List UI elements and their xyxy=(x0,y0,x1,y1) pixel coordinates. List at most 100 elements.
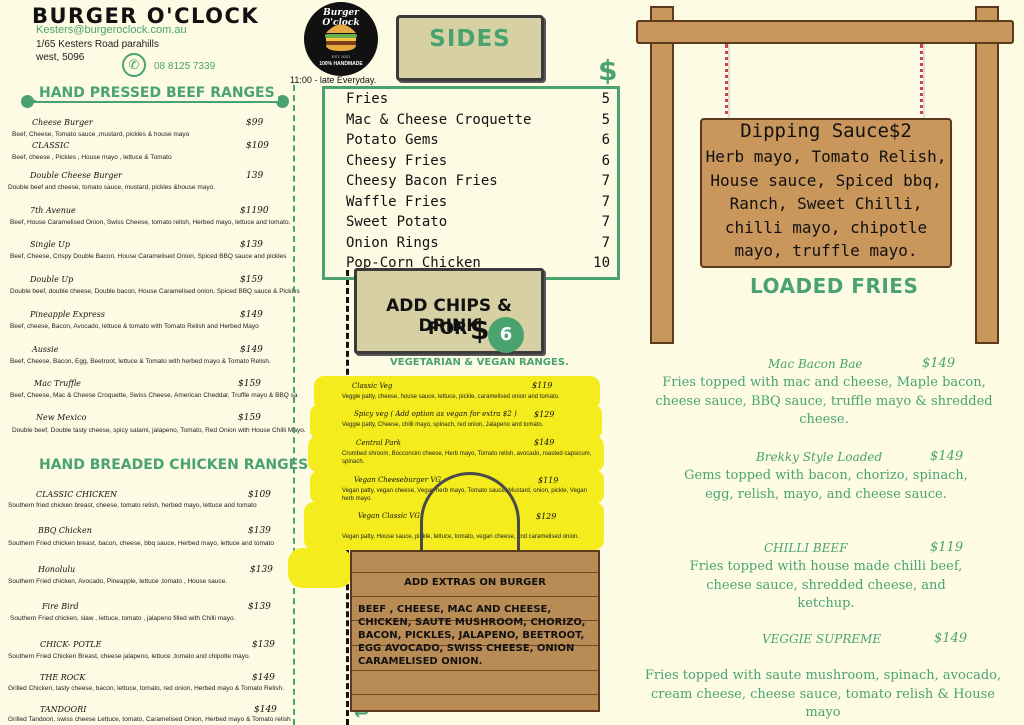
sides-currency: $ xyxy=(598,54,618,87)
chips-drink-line1: ADD CHIPS & DRINK xyxy=(386,296,512,336)
menu-item-desc: Southern Fried Chicken Breast, cheese ja… xyxy=(8,653,251,660)
chips-drink-price: 6 xyxy=(488,317,524,353)
chips-drink-line2: FOR xyxy=(428,319,468,339)
menu-item-name: New Mexico xyxy=(36,413,87,422)
menu-item-name: Cheese Burger xyxy=(32,118,93,127)
side-item-price: 7 xyxy=(601,193,610,210)
side-item-name: Fries xyxy=(346,91,389,107)
loaded-item-price: $149 xyxy=(922,356,956,371)
menu-item-desc: Beef, cheese, Bacon, Avocado, lettuce & … xyxy=(10,323,259,330)
menu-item-name: Honolulu xyxy=(38,565,76,574)
side-item: Sweet Potato 7 xyxy=(346,214,614,235)
side-item-price: 5 xyxy=(601,111,610,128)
menu-item-price: $159 xyxy=(238,379,261,389)
menu-item-name: CLASSIC CHICKEN xyxy=(36,490,118,499)
menu-item-price: $1190 xyxy=(240,206,269,216)
veg-item-desc: Veggie patty, cheese, house sauce, lettu… xyxy=(342,394,560,400)
sign-rope xyxy=(725,44,730,122)
side-item-price: 10 xyxy=(593,255,610,271)
side-item-price: 7 xyxy=(601,173,610,189)
side-item-price: 7 xyxy=(601,214,610,230)
menu-item-desc: Grilled Chicken, tasty cheese, bacon, le… xyxy=(8,685,284,692)
menu-item-desc: Grilled Tandoori, swiss cheese Lettuce, … xyxy=(8,716,291,723)
menu-item-price: $139 xyxy=(248,526,271,536)
sign-rope xyxy=(420,472,520,562)
phone-number[interactable]: 08 8125 7339 xyxy=(154,61,216,72)
sides-title: SIDES xyxy=(429,26,511,52)
menu-item-price: $139 xyxy=(248,602,271,612)
menu-item-price: $159 xyxy=(238,413,261,423)
menu-item-name: CHICK- POTLE xyxy=(40,640,102,649)
menu-item-price: $149 xyxy=(252,673,275,683)
highlight-band xyxy=(308,436,604,472)
highlight-band xyxy=(288,548,352,588)
menu-item-name: THE ROCK xyxy=(40,673,86,682)
side-item-name: Sweet Potato xyxy=(346,214,448,230)
menu-item-price: $109 xyxy=(248,490,271,500)
side-item-price: 6 xyxy=(601,152,610,169)
veg-item-price: $129 xyxy=(536,512,557,521)
menu-item-desc: Southern fried chicken breast, cheese, t… xyxy=(8,502,257,509)
menu-item-desc: Beef, Cheese, Mac & Cheese Croquette, Sw… xyxy=(10,392,298,399)
beef-section-title: HAND PRESSED BEEF RANGES xyxy=(36,85,278,101)
extras-list: BEEF , CHEESE, MAC AND CHEESE, CHICKEN, … xyxy=(358,604,586,667)
side-item: Onion Rings 7 xyxy=(346,235,614,256)
loaded-item-name: Brekky Style Loaded xyxy=(756,450,883,464)
section-divider xyxy=(28,100,284,103)
menu-item-desc: Southern Fried chicken, slaw , lettuce, … xyxy=(10,615,236,622)
menu-item-name: Mac Truffle xyxy=(34,379,81,388)
dipping-sauce-sign xyxy=(700,118,952,268)
phone-icon: ✆ xyxy=(122,53,146,77)
menu-item-desc: Southern Fried chicken breast, bacon, ch… xyxy=(8,540,274,547)
veg-item-name: Vegan Classic VG xyxy=(358,512,420,520)
logo: Burger O'clock EST. 2021 100% HANDMADE xyxy=(304,2,378,76)
menu-item-price: $139 xyxy=(240,240,263,250)
address: 1/65 Kesters Road parahills west, 5096 xyxy=(36,39,159,63)
wood-beam xyxy=(636,20,1014,44)
veg-section-title: VEGETARIAN & VEGAN RANGES. xyxy=(390,357,569,368)
menu-item-desc: Double beef and cheese, tomato sauce, mu… xyxy=(8,184,216,191)
dipping-sauce-title: Dipping Sauce$2 xyxy=(740,120,912,142)
extras-title: ADD EXTRAS ON BURGER xyxy=(404,577,546,588)
section-dot xyxy=(21,95,34,108)
menu-item-price: $139 xyxy=(252,640,275,650)
section-dot xyxy=(276,95,289,108)
burger-icon xyxy=(325,24,357,51)
side-item-price: 7 xyxy=(601,234,610,251)
chips-drink-currency: $ xyxy=(470,313,490,346)
menu-item-price: $99 xyxy=(246,118,264,128)
veg-item-desc: Veggie patty, Cheese, chilli mayo, spina… xyxy=(342,422,544,428)
menu-item-desc: Beef, cheese , Pickles , House mayo , le… xyxy=(12,154,172,161)
menu-item-price: 139 xyxy=(246,171,264,181)
opening-hours: 11:00 - late Everyday. xyxy=(290,75,377,85)
menu-item-desc: Double beef, Double tasty cheese, spicy … xyxy=(12,427,306,434)
menu-item-name: Double Cheese Burger xyxy=(30,171,122,180)
veg-item-name: Spicy veg ( Add option as vegan for extr… xyxy=(354,410,517,418)
side-item-name: Onion Rings xyxy=(346,234,439,251)
sign-rope xyxy=(920,44,925,122)
menu-item-name: Pineapple Express xyxy=(30,310,105,319)
loaded-fries-title: LOADED FRIES xyxy=(750,274,919,298)
column-divider xyxy=(293,85,295,725)
veg-item-desc: Crumbed shroom, Bocconcini cheese, Herb … xyxy=(342,451,592,465)
loaded-item-name: VEGGIE SUPREME xyxy=(762,632,882,646)
email-link[interactable]: Kesters@burgeroclock.com.au xyxy=(36,24,187,36)
side-item-name: Mac & Cheese Croquette xyxy=(346,111,532,128)
loaded-item-price: $149 xyxy=(930,449,964,464)
veg-item-price: $149 xyxy=(534,438,555,447)
veg-item-price: $129 xyxy=(534,410,555,419)
menu-item-name: CLASSIC xyxy=(32,141,70,150)
menu-item-name: Aussie xyxy=(32,345,59,354)
veg-item-price: $119 xyxy=(538,476,559,485)
loaded-item-desc: Fries topped with house made chilli beef… xyxy=(689,559,963,611)
loaded-item-price: $119 xyxy=(930,540,964,555)
menu-item-desc: Double beef, double cheese, Double bacon… xyxy=(10,288,300,295)
menu-item-price: $149 xyxy=(254,705,277,715)
menu-item-name: BBQ Chicken xyxy=(38,526,92,535)
wood-post xyxy=(650,6,674,344)
menu-item-price: $159 xyxy=(240,275,263,285)
brand-name: BURGER O'CLOCK xyxy=(32,4,260,28)
